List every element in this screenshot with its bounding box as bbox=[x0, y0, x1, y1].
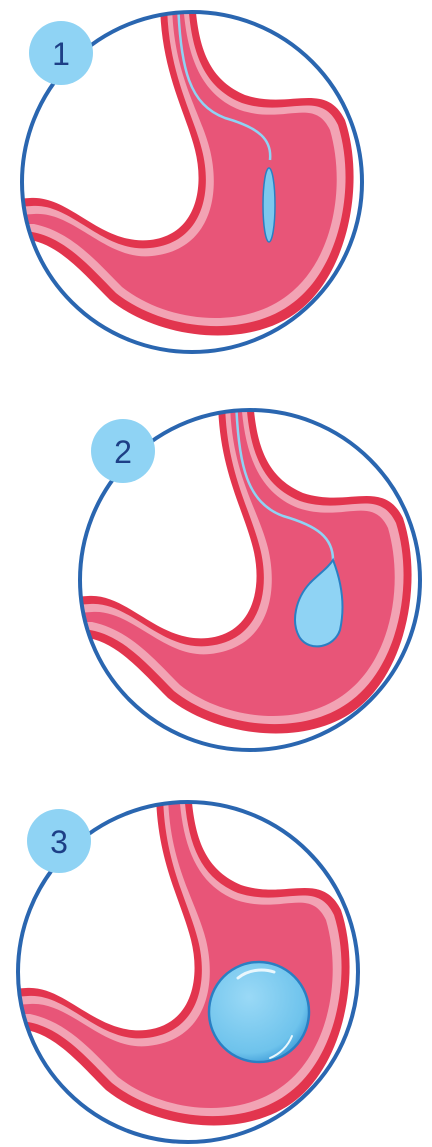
step-3-badge: 3 bbox=[26, 808, 92, 874]
step-2-badge: 2 bbox=[90, 418, 156, 484]
inflated-balloon bbox=[209, 962, 309, 1062]
step-1-badge: 1 bbox=[28, 20, 94, 86]
step-number: 1 bbox=[52, 36, 70, 72]
step-number: 2 bbox=[114, 434, 132, 470]
step-number: 3 bbox=[50, 824, 68, 860]
deflated-balloon bbox=[263, 168, 275, 242]
